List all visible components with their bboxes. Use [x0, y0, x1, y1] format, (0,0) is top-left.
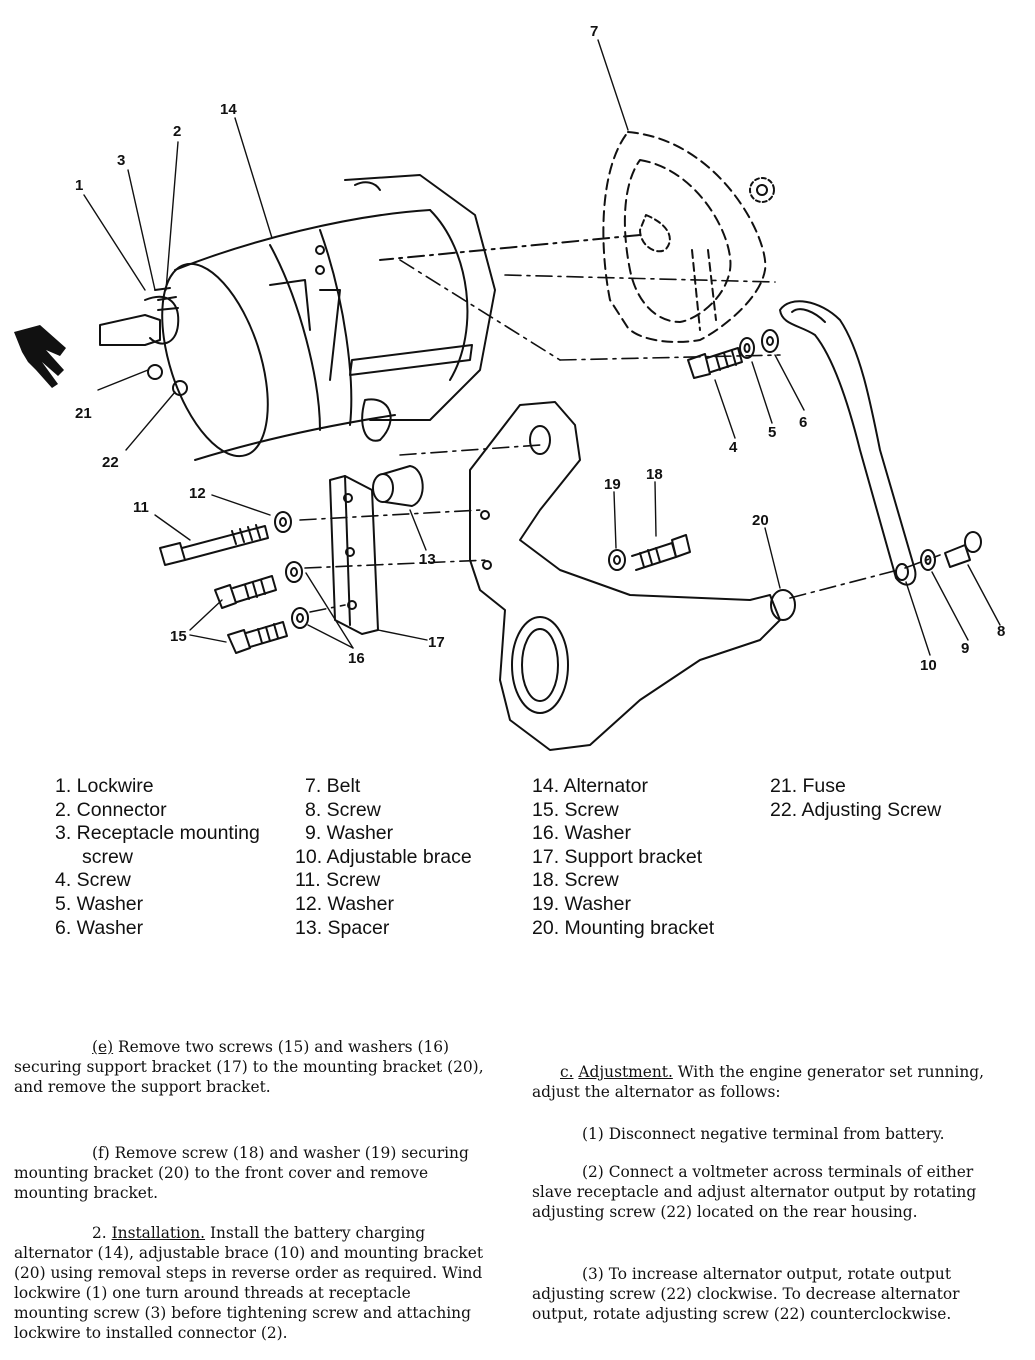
paragraph-step-3: (3) To increase alternator output, rotat…: [532, 1264, 1007, 1324]
exploded-view-diagram: 7 14 2 3 1 21 22 11 12 13 15 16 17 4 5 6…: [14, 23, 1005, 751]
callout-12: 12: [189, 485, 206, 502]
paragraph-step-1: (1) Disconnect negative terminal from ba…: [532, 1124, 1007, 1144]
legend-item: 10. Adjustable brace: [295, 845, 472, 868]
section-text: With the engine generator set running, a…: [532, 1063, 984, 1101]
callout-labels: 7 14 2 3 1 21 22 11 12 13 15 16 17 4 5 6…: [75, 23, 1005, 674]
callout-9: 9: [961, 640, 969, 657]
callout-1: 1: [75, 177, 83, 194]
callout-13: 13: [419, 551, 436, 568]
paragraph-adjustment: c. Adjustment. With the engine generator…: [532, 1062, 1007, 1102]
bolt-11-drawing: [159, 511, 292, 566]
support-bracket-17-drawing: [329, 465, 424, 635]
legend-item: 13. Spacer: [295, 916, 390, 939]
callout-15: 15: [170, 628, 187, 645]
section-number: 2.: [92, 1224, 107, 1242]
mounting-bracket-20-drawing: [469, 401, 796, 751]
legend-item: 17. Support bracket: [532, 845, 703, 868]
legend-item: 8. Screw: [305, 798, 381, 821]
legend-item: 19. Washer: [532, 892, 631, 915]
step-text: Remove two screws (15) and washers (16) …: [14, 1038, 484, 1096]
legend-item: 22. Adjusting Screw: [770, 798, 942, 821]
step-text: (3) To increase alternator output, rotat…: [532, 1265, 960, 1323]
callout-10: 10: [920, 657, 937, 674]
callout-21: 21: [75, 405, 92, 422]
paragraph-remove-support-bracket: (e) Remove two screws (15) and washers (…: [14, 1037, 484, 1097]
adjustable-brace-10-drawing: [779, 300, 917, 586]
legend-item: 15. Screw: [532, 798, 619, 821]
callout-11: 11: [133, 499, 149, 516]
legend-item: 21. Fuse: [770, 775, 846, 797]
legend-item: 11. Screw: [295, 869, 381, 892]
callout-16: 16: [348, 650, 365, 667]
legend-item: 5. Washer: [55, 892, 144, 915]
belt-drawing: [379, 131, 775, 343]
legend-item: 4. Screw: [55, 869, 131, 892]
hand-icon: [14, 325, 66, 388]
legend-item: 18. Screw: [532, 869, 619, 892]
legend-col-1: 1. Lockwire 2. Connector 3. Receptacle m…: [55, 775, 260, 940]
callout-18: 18: [646, 466, 663, 483]
screws-15-drawing: [214, 561, 309, 654]
step-text: (1) Disconnect negative terminal from ba…: [582, 1125, 945, 1143]
alignment-lines: [299, 259, 941, 613]
section-label: c.: [560, 1063, 574, 1081]
hardware-drawing: [608, 329, 982, 571]
legend-item: 16. Washer: [532, 822, 631, 845]
callout-22: 22: [102, 454, 119, 471]
legend-col-2: 7. Belt 8. Screw 9. Washer 10. Adjustabl…: [295, 775, 472, 940]
step-label: (e): [92, 1038, 114, 1056]
legend-item: 9. Washer: [305, 822, 394, 845]
callout-7: 7: [590, 23, 598, 40]
step-text: (f) Remove screw (18) and washer (19) se…: [14, 1144, 469, 1202]
callout-19: 19: [604, 476, 621, 493]
callout-6: 6: [799, 414, 807, 431]
legend-item: 7. Belt: [305, 775, 361, 797]
callout-5: 5: [768, 424, 776, 441]
section-text: Install the battery charging alternator …: [14, 1224, 484, 1342]
callout-14: 14: [220, 101, 237, 118]
legend-item: 12. Washer: [295, 892, 394, 915]
callout-17: 17: [428, 634, 445, 651]
callout-2: 2: [173, 123, 181, 140]
legend-item: 14. Alternator: [532, 775, 648, 797]
leader-lines: [83, 39, 1001, 656]
legend-item: screw: [82, 845, 133, 868]
legend-item: 20. Mounting bracket: [532, 916, 715, 939]
section-title: Installation.: [111, 1224, 206, 1242]
legend-item: 2. Connector: [55, 798, 167, 821]
paragraph-remove-mounting-bracket: (f) Remove screw (18) and washer (19) se…: [14, 1143, 484, 1203]
legend-item: 6. Washer: [55, 916, 144, 939]
step-text: (2) Connect a voltmeter across terminals…: [532, 1163, 977, 1221]
callout-8: 8: [997, 623, 1005, 640]
callout-3: 3: [117, 152, 125, 169]
paragraph-step-2: (2) Connect a voltmeter across terminals…: [532, 1162, 1007, 1222]
legend-item: 1. Lockwire: [55, 775, 154, 797]
legend-col-4: 21. Fuse 22. Adjusting Screw: [770, 775, 941, 822]
alternator-drawing: [99, 174, 496, 461]
callout-20: 20: [752, 512, 769, 529]
legend-item: 3. Receptacle mounting: [55, 822, 260, 845]
section-title: Adjustment.: [578, 1063, 673, 1081]
paragraph-installation: 2. Installation. Install the battery cha…: [14, 1223, 484, 1343]
callout-4: 4: [729, 439, 738, 456]
legend-col-3: 14. Alternator 15. Screw 16. Washer 17. …: [532, 775, 714, 940]
